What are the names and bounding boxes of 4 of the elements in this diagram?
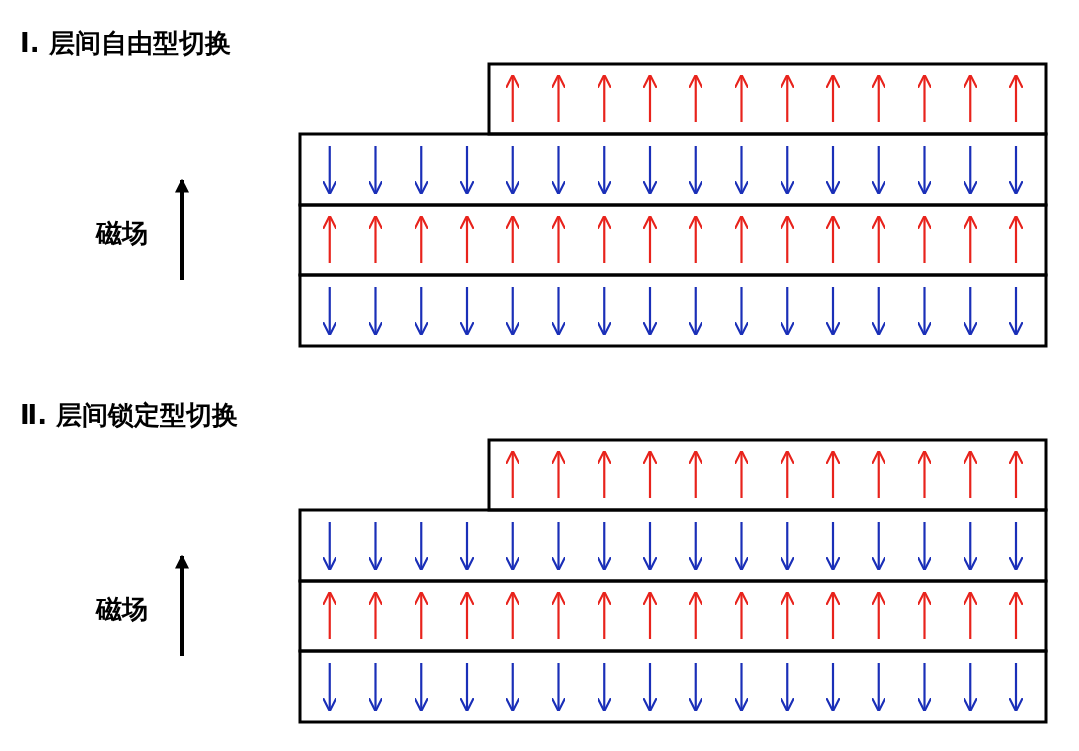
- section-heading: Ⅰ. 层间自由型切换: [20, 27, 231, 60]
- field-label: 磁场: [96, 593, 148, 626]
- section-heading: Ⅱ. 层间锁定型切换: [20, 399, 239, 432]
- field-label: 磁场: [96, 217, 148, 250]
